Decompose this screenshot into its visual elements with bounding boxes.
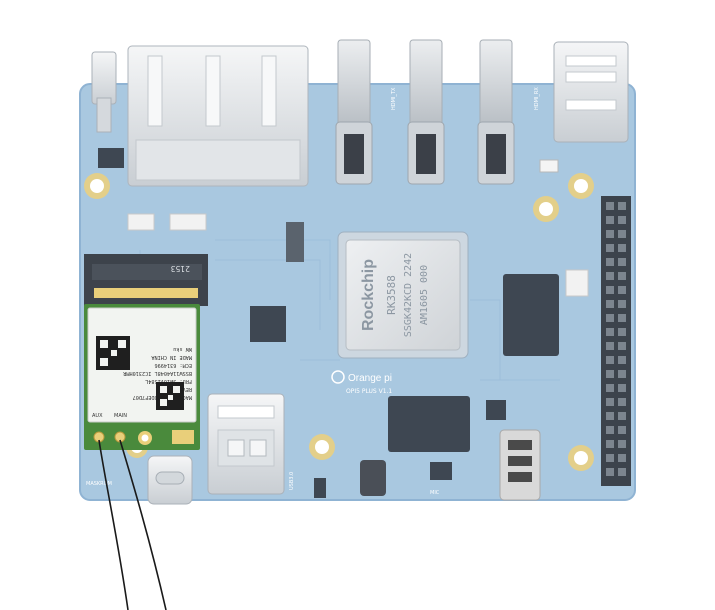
gpio-pin <box>618 202 626 210</box>
gpio-header <box>601 196 631 486</box>
gpio-pin <box>618 230 626 238</box>
gpio-pin <box>606 440 614 448</box>
wifi-sticker-line-6: MADE IN CHINA <box>151 354 192 360</box>
soc-code-1: SSGK42KCD 2242 <box>403 253 414 337</box>
power-jack <box>91 51 117 133</box>
hdmi-ports <box>335 39 515 185</box>
soc-brand: Rockchip <box>360 259 377 331</box>
board-model-text: OPI5 PLUS V1.1 <box>346 388 392 395</box>
gpio-pin <box>618 384 626 392</box>
gpio-pin <box>618 216 626 224</box>
silk-hdmi-tx: HDMI_TX <box>391 87 397 110</box>
gpio-pin <box>618 272 626 280</box>
m2-slot-label: 2153 <box>171 264 190 273</box>
gpio-pin <box>606 216 614 224</box>
gpio-pin <box>618 398 626 406</box>
gpio-pin <box>618 370 626 378</box>
mounting-holes <box>84 173 594 471</box>
gpio-pin <box>606 258 614 266</box>
gpio-pin <box>618 468 626 476</box>
gpio-pin <box>606 272 614 280</box>
rockchip-soc: Rockchip RK3588 SSGK42KCD 2242 AM1605 00… <box>337 231 469 359</box>
gpio-pin <box>606 342 614 350</box>
gpio-pin <box>618 300 626 308</box>
gpio-pin <box>618 356 626 364</box>
silk-mic: MIC <box>430 490 440 496</box>
wifi-sticker-line-4: BSSW11A4048L IC2310HMR <box>122 370 192 376</box>
gpio-pin <box>618 314 626 322</box>
silk-usb3: USB3.0 <box>289 472 295 490</box>
gpio-pin <box>618 342 626 350</box>
gpio-pin <box>606 384 614 392</box>
wifi-sticker-line-3: FRU: SW10V2584L <box>145 378 192 384</box>
gpio-pin <box>618 426 626 434</box>
orange-pi-logo: Orange pi OPI5 PLUS V1.1 <box>331 370 392 395</box>
soc-model: RK3588 <box>385 275 398 315</box>
silk-maskrom: MASKROM <box>86 481 112 487</box>
gpio-pin <box>606 230 614 238</box>
small-components <box>98 148 589 498</box>
wifi-port-main-label: MAIN <box>114 413 127 419</box>
gpio-pin <box>606 412 614 420</box>
gpio-pin <box>618 440 626 448</box>
usb-a-port-bottom <box>207 393 285 495</box>
gpio-pin <box>606 202 614 210</box>
gpio-pin <box>606 314 614 322</box>
gpio-pin <box>606 328 614 336</box>
gpio-pin <box>606 286 614 294</box>
gpio-pin <box>618 286 626 294</box>
brand-logo-text: Orange pi <box>348 373 392 384</box>
gpio-pin <box>606 468 614 476</box>
wifi-port-aux-label: AUX <box>92 413 103 419</box>
ram-chips <box>388 274 559 452</box>
silk-hdmi-rx: HDMI_RX <box>534 87 540 110</box>
gpio-pin <box>618 454 626 462</box>
gpio-pin <box>618 258 626 266</box>
wifi-sticker-line-7: WW sku <box>173 346 192 352</box>
m2-slot: 2153 <box>84 254 208 306</box>
gpio-pin <box>606 244 614 252</box>
gpio-pin <box>606 370 614 378</box>
wifi-sticker-line-5: ECM: 6314996 <box>155 362 192 368</box>
antenna-wires <box>98 439 167 610</box>
ethernet-port <box>127 45 309 187</box>
usb-a-port-top <box>553 41 629 143</box>
usb-c-port <box>147 455 193 505</box>
soc-code-2: AM1605 000 <box>419 265 430 325</box>
gpio-pin <box>618 244 626 252</box>
gpio-pin <box>606 300 614 308</box>
gpio-pin <box>606 426 614 434</box>
wifi-module: MAC: 235F4ADDEF7D07 REV V00 FRU: SW10V25… <box>84 304 200 450</box>
gpio-pin <box>618 328 626 336</box>
gpio-pin <box>606 454 614 462</box>
gpio-pin <box>618 412 626 420</box>
gpio-pin <box>606 356 614 364</box>
gpio-pin <box>606 398 614 406</box>
audio-jack <box>499 429 541 501</box>
